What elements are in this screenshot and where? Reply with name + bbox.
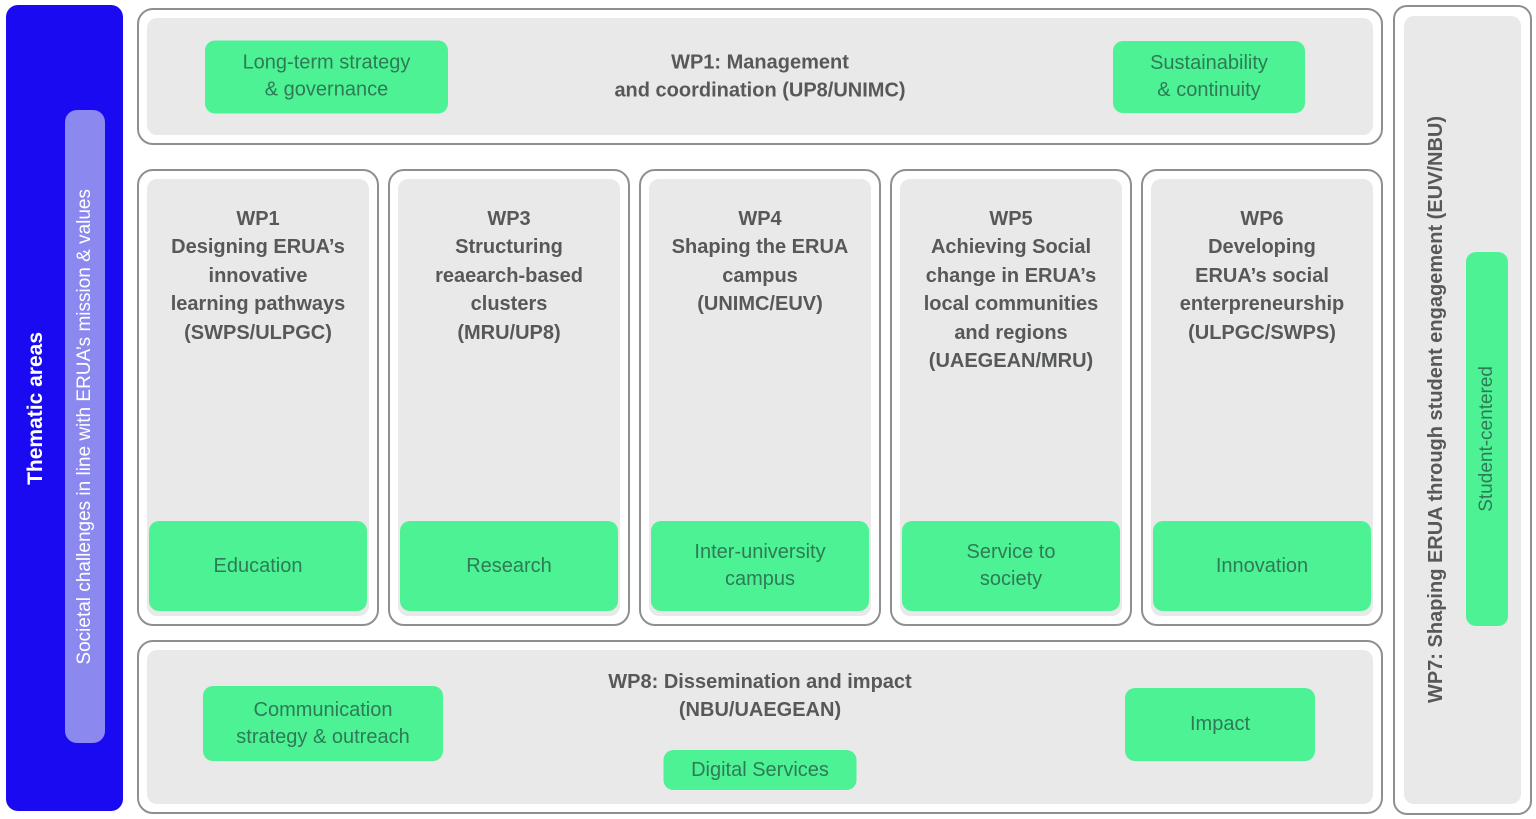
wp-columns-row: WP1 Designing ERUA’s innovative learning… [137, 169, 1383, 626]
column-wp1-title: WP1 Designing ERUA’s innovative learning… [170, 208, 346, 344]
student-centered-label: Student-centered [1476, 366, 1498, 512]
wp7-student-engagement-card: WP7: Shaping ERUA through student engage… [1393, 5, 1532, 815]
wp1-management-title: WP1: Management and coordination (UP8/UN… [614, 51, 906, 102]
long-term-strategy-badge: Long-term strategy & governance [205, 40, 448, 113]
column-wp5-title: WP5 Achieving Social change in ERUA’s lo… [923, 208, 1099, 372]
column-wp3-research-clusters: WP3 Structuring reaearch-based clusters … [388, 169, 630, 626]
societal-challenges-label: Societal challenges in line with ERUA’s … [74, 188, 95, 665]
wp7-label-wrap: WP7: Shaping ERUA through student engage… [1408, 16, 1464, 804]
wp8-dissemination-card: WP8: Dissemination and impact (NBU/UAEGE… [137, 640, 1383, 814]
service-to-society-badge: Service to society [902, 521, 1120, 611]
column-panel: WP6 Developing ERUA’s social enterpreneu… [1151, 179, 1373, 616]
wp1-management-panel: Long-term strategy & governance WP1: Man… [147, 18, 1373, 135]
thematic-areas-bar: Thematic areas Societal challenges in li… [6, 5, 123, 811]
wp7-student-engagement-panel: WP7: Shaping ERUA through student engage… [1404, 16, 1521, 804]
inter-university-campus-badge: Inter-university campus [651, 521, 869, 611]
wp8-dissemination-title: WP8: Dissemination and impact (NBU/UAEGE… [608, 671, 912, 722]
column-panel: WP1 Designing ERUA’s innovative learning… [147, 179, 369, 616]
column-wp1-learning-pathways: WP1 Designing ERUA’s innovative learning… [137, 169, 379, 626]
column-wp4-title: WP4 Shaping the ERUA campus (UNIMC/EUV) [671, 208, 849, 316]
thematic-areas-label: Thematic areas [24, 331, 47, 485]
communication-strategy-badge: Communication strategy & outreach [203, 686, 443, 761]
societal-challenges-bar: Societal challenges in line with ERUA’s … [65, 110, 105, 743]
column-panel: WP5 Achieving Social change in ERUA’s lo… [900, 179, 1122, 616]
student-centered-badge: Student-centered [1466, 252, 1508, 626]
column-wp4-erua-campus: WP4 Shaping the ERUA campus (UNIMC/EUV) … [639, 169, 881, 626]
column-wp6-title: WP6 Developing ERUA’s social enterpreneu… [1179, 208, 1345, 344]
column-wp6-entrepreneurship: WP6 Developing ERUA’s social enterpreneu… [1141, 169, 1383, 626]
research-badge: Research [400, 521, 618, 611]
sustainability-continuity-badge: Sustainability & continuity [1113, 40, 1305, 113]
impact-badge: Impact [1125, 688, 1315, 761]
column-panel: WP4 Shaping the ERUA campus (UNIMC/EUV) … [649, 179, 871, 616]
thematic-areas-label-wrap: Thematic areas [8, 5, 64, 811]
wp1-management-card: Long-term strategy & governance WP1: Man… [137, 8, 1383, 145]
wp7-label: WP7: Shaping ERUA through student engage… [1424, 116, 1447, 704]
column-panel: WP3 Structuring reaearch-based clusters … [398, 179, 620, 616]
column-wp5-social-change: WP5 Achieving Social change in ERUA’s lo… [890, 169, 1132, 626]
innovation-badge: Innovation [1153, 521, 1371, 611]
education-badge: Education [149, 521, 367, 611]
digital-services-badge: Digital Services [663, 750, 857, 790]
wp8-dissemination-panel: WP8: Dissemination and impact (NBU/UAEGE… [147, 650, 1373, 804]
column-wp3-title: WP3 Structuring reaearch-based clusters … [435, 208, 583, 344]
